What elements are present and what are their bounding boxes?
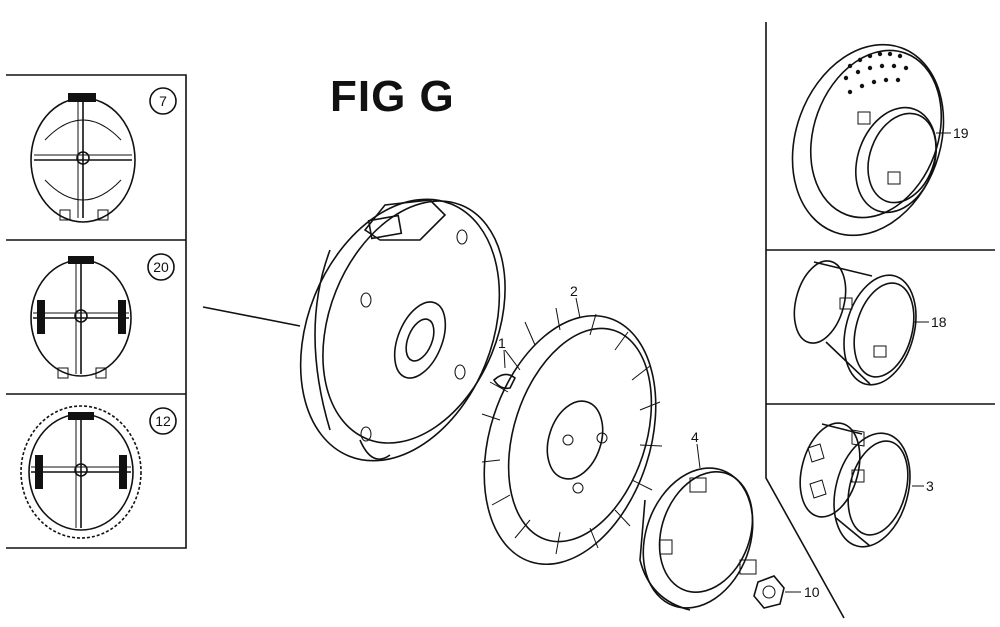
starter-cup-3: 3 [799, 422, 934, 548]
woodruff-key: 1 [492, 335, 517, 390]
right-variant-panel [765, 22, 995, 619]
variant-12-drum [20, 405, 142, 539]
callout-part-1: 1 [498, 335, 506, 351]
flywheel-drum [299, 198, 506, 462]
starter-pulley-19: 19 [791, 43, 969, 237]
flywheel-nut: 10 [753, 575, 820, 609]
callout-part-18: 18 [931, 314, 947, 330]
variant-7-callout: 7 [149, 87, 177, 115]
starter-cup-18: 18 [793, 260, 947, 386]
variant-inset-panel [6, 74, 187, 549]
variant-20-label: 20 [153, 259, 169, 275]
inset-leader-line [202, 306, 301, 327]
figure-title: FIG G [330, 72, 455, 121]
fan-ring: 4 [639, 429, 757, 611]
variant-20-drum [30, 256, 132, 379]
callout-part-10: 10 [804, 584, 820, 600]
variant-7-drum [30, 93, 136, 223]
callout-part-4: 4 [691, 429, 699, 445]
pulley-holes [843, 51, 909, 95]
callout-part-19: 19 [953, 125, 969, 141]
variant-20-callout: 20 [147, 253, 175, 281]
variant-12-label: 12 [155, 413, 171, 429]
callout-part-3: 3 [926, 478, 934, 494]
cooling-fan: 2 [481, 283, 663, 566]
variant-12-callout: 12 [149, 407, 177, 435]
variant-7-label: 7 [159, 93, 167, 109]
callout-part-2: 2 [570, 283, 578, 299]
